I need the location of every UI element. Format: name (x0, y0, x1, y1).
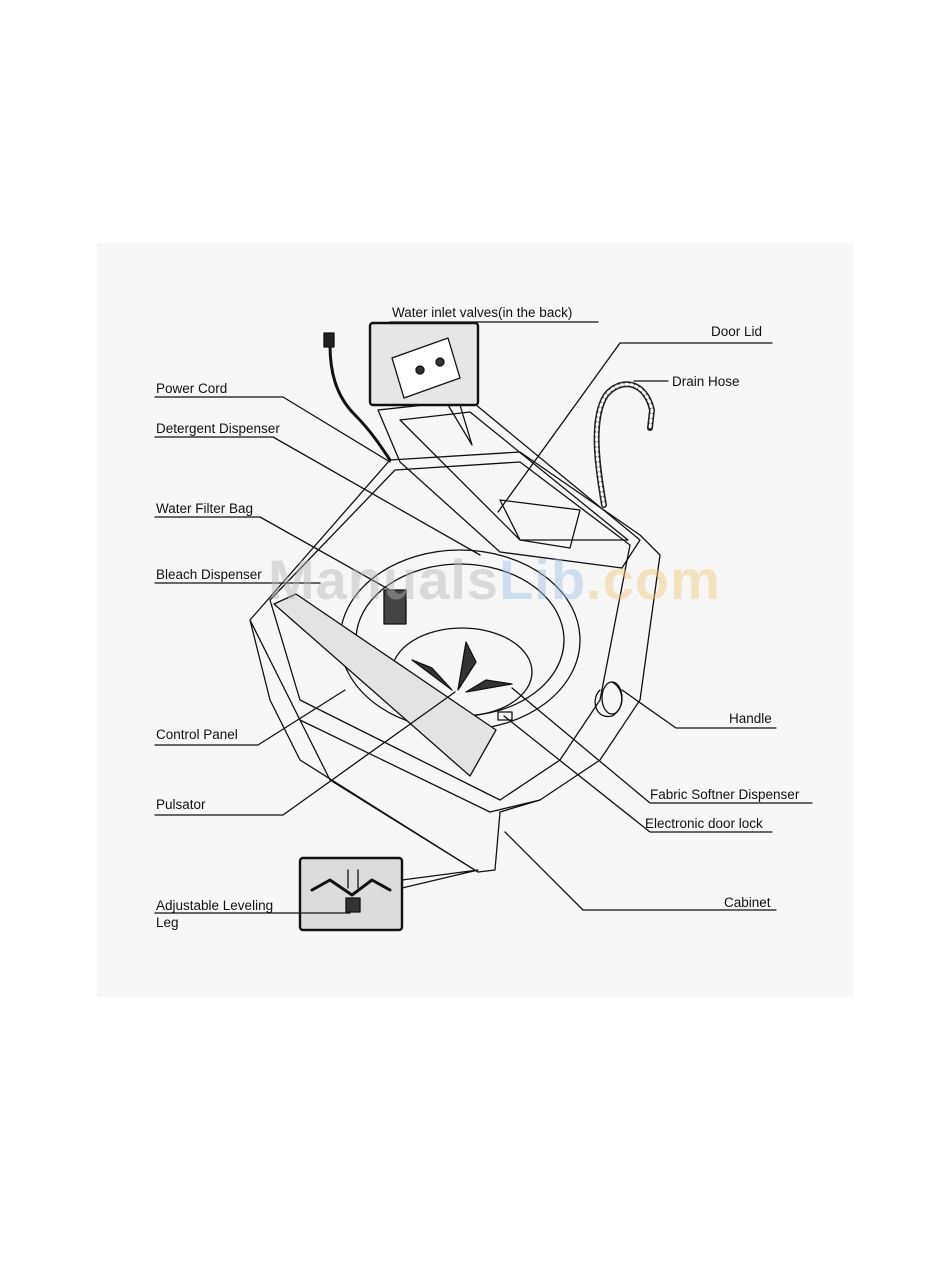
label-water-filter-bag: Water Filter Bag (156, 500, 253, 517)
watermark-part-2: Lib (499, 548, 586, 611)
label-electronic-door-lock: Electronic door lock (645, 815, 763, 832)
label-drain-hose: Drain Hose (672, 373, 740, 390)
pulsator-fin (458, 642, 476, 690)
label-handle: Handle (729, 710, 772, 727)
leader-detergent (155, 437, 480, 555)
leader-door-lid (498, 343, 772, 512)
label-control-panel: Control Panel (156, 726, 238, 743)
watermark: ManualsLib.com (268, 548, 721, 612)
label-adjustable-leveling-leg: Adjustable Leveling Leg (156, 897, 296, 931)
label-detergent-dispenser: Detergent Dispenser (156, 420, 280, 437)
label-fabric-softner-dispenser: Fabric Softner Dispenser (650, 786, 799, 803)
cabinet-outline (250, 452, 660, 872)
label-cabinet: Cabinet (724, 894, 771, 911)
watermark-part-1: Manuals (268, 548, 499, 611)
label-power-cord: Power Cord (156, 380, 227, 397)
label-door-lid: Door Lid (711, 323, 762, 340)
label-bleach-dispenser: Bleach Dispenser (156, 566, 262, 583)
label-pulsator: Pulsator (156, 796, 206, 813)
drain-hose-shape (597, 384, 652, 505)
label-water-inlet-valves: Water inlet valves(in the back) (392, 304, 572, 321)
watermark-part-3: .com (586, 548, 721, 611)
